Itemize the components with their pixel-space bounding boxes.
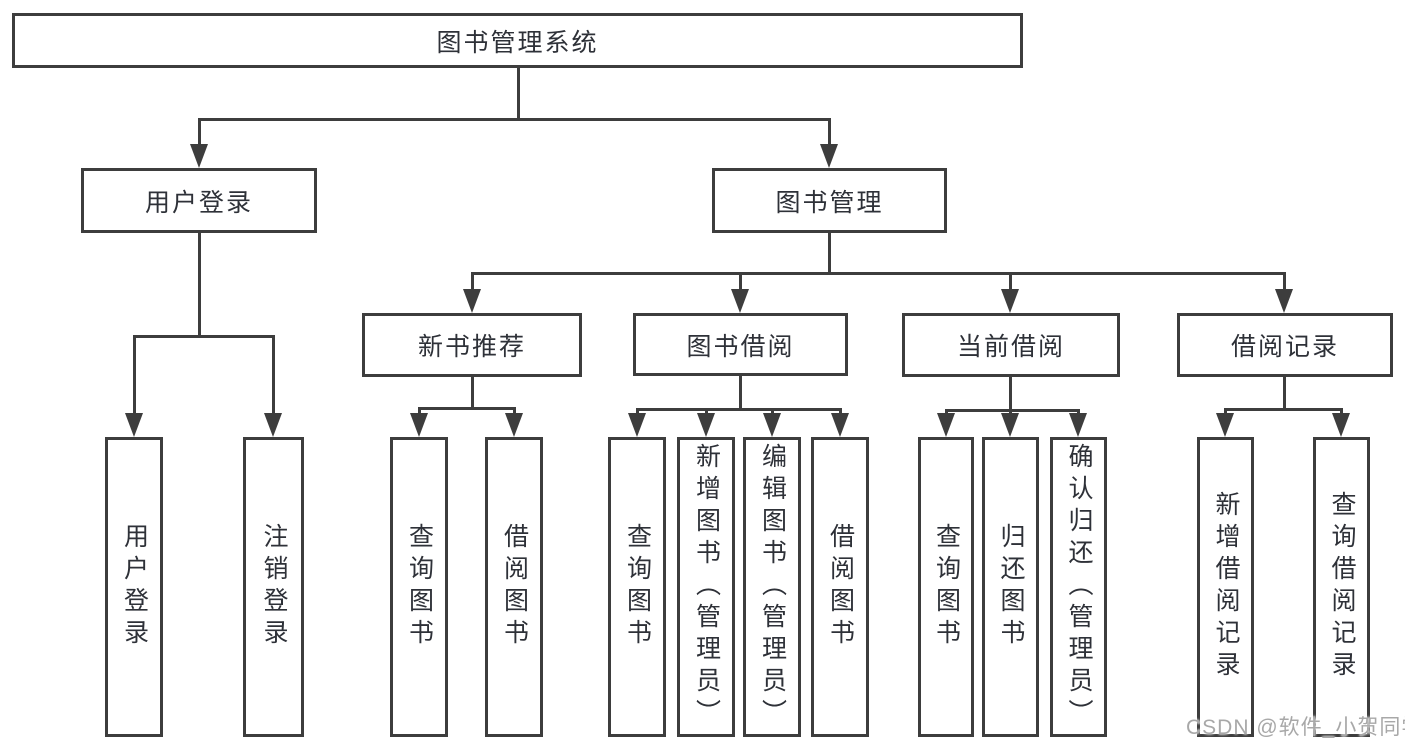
leaf-borrow-book: 借阅图书 [811, 437, 869, 737]
leaf-label: 查询图书 [623, 523, 652, 651]
arrowhead [1332, 413, 1350, 437]
leaf-confirm-return-admin: 确认归还（管理员） [1050, 437, 1107, 737]
connector-line [1283, 272, 1286, 292]
arrowhead [1216, 413, 1234, 437]
arrowhead [505, 413, 523, 437]
connector-line [828, 233, 831, 275]
connector-line [1077, 409, 1080, 416]
connector-line [739, 376, 742, 410]
connector-line [133, 335, 275, 338]
node-label: 新书推荐 [417, 333, 526, 361]
arrowhead [1069, 413, 1087, 437]
leaf-label: 借阅图书 [826, 523, 855, 651]
leaf-label: 注销登录 [260, 523, 288, 651]
arrowhead [1275, 289, 1293, 313]
arrowhead [264, 413, 282, 437]
node-label: 图书管理 [775, 188, 884, 217]
node-current-borrowing: 当前借阅 [902, 313, 1120, 377]
connector-line [945, 409, 948, 416]
leaf-add-book-admin: 新增图书（管理员） [677, 437, 735, 737]
node-label: 借阅记录 [1230, 333, 1339, 361]
leaf-edit-book-admin: 编辑图书（管理员） [743, 437, 801, 737]
connector-line [1009, 272, 1012, 292]
leaf-label: 编辑图书（管理员） [758, 443, 787, 731]
node-label: 用户登录 [144, 188, 253, 217]
node-label: 图书管理系统 [436, 28, 599, 57]
connector-line [198, 118, 830, 121]
arrowhead [1001, 413, 1019, 437]
connector-line [1283, 377, 1286, 410]
node-root-library-system: 图书管理系统 [12, 13, 1023, 68]
leaf-label: 新增图书（管理员） [692, 443, 721, 731]
leaf-label: 查询图书 [405, 523, 434, 651]
leaf-user-login: 用户登录 [105, 437, 163, 737]
connector-line [771, 408, 774, 416]
arrowhead [463, 289, 481, 313]
arrowhead [1001, 289, 1019, 313]
leaf-query-books-recommend: 查询图书 [608, 437, 666, 737]
leaf-return-book: 归还图书 [982, 437, 1039, 737]
connector-line [272, 335, 275, 415]
connector-line [1009, 409, 1012, 416]
leaf-label: 确认归还（管理员） [1065, 443, 1093, 731]
connector-line [471, 272, 1285, 275]
node-book-borrowing: 图书借阅 [633, 313, 848, 376]
connector-line [513, 407, 516, 415]
connector-line [198, 233, 201, 337]
connector-line [1340, 408, 1343, 416]
leaf-label: 用户登录 [120, 523, 149, 651]
leaf-label: 新增借阅记录 [1212, 491, 1240, 683]
leaf-label: 查询图书 [932, 523, 961, 651]
connector-line [418, 407, 516, 410]
node-book-management: 图书管理 [712, 168, 947, 233]
connector-line [739, 272, 742, 292]
arrowhead [763, 413, 781, 437]
arrowhead [628, 413, 646, 437]
connector-line [636, 408, 639, 416]
leaf-query-books-recommend-first: 查询图书 [390, 437, 448, 737]
connector-line [471, 377, 474, 410]
leaf-label: 归还图书 [997, 523, 1025, 651]
arrowhead [820, 144, 838, 168]
connector-line [839, 408, 842, 416]
arrowhead [125, 413, 143, 437]
arrowhead [831, 413, 849, 437]
node-user-login: 用户登录 [81, 168, 317, 233]
connector-line [1009, 377, 1012, 411]
node-borrow-records: 借阅记录 [1177, 313, 1393, 377]
arrowhead [697, 413, 715, 437]
connector-line [471, 272, 474, 292]
leaf-query-borrow-record: 查询借阅记录 [1313, 437, 1370, 737]
connector-line [1224, 408, 1342, 411]
connector-line [828, 118, 831, 148]
connector-line [705, 408, 708, 416]
connector-line [133, 335, 136, 415]
arrowhead [937, 413, 955, 437]
leaf-borrow-books-recommend: 借阅图书 [485, 437, 543, 737]
arrowhead [190, 144, 208, 168]
leaf-label: 查询借阅记录 [1328, 491, 1356, 683]
arrowhead [731, 289, 749, 313]
leaf-add-borrow-record: 新增借阅记录 [1197, 437, 1254, 737]
connector-line [636, 408, 841, 411]
connector-line [945, 409, 1079, 412]
node-new-book-recommend: 新书推荐 [362, 313, 582, 377]
arrowhead [410, 413, 428, 437]
leaf-label: 借阅图书 [500, 523, 529, 651]
leaf-logout: 注销登录 [243, 437, 304, 737]
connector-line [1224, 408, 1227, 416]
leaf-query-books-current: 查询图书 [918, 437, 974, 737]
node-label: 图书借阅 [686, 332, 795, 361]
connector-line [418, 407, 421, 415]
connector-line [198, 118, 201, 148]
watermark-text: CSDN @软件_小贺同学 [1186, 716, 1405, 739]
connector-line [517, 68, 520, 118]
node-label: 当前借阅 [956, 333, 1065, 361]
